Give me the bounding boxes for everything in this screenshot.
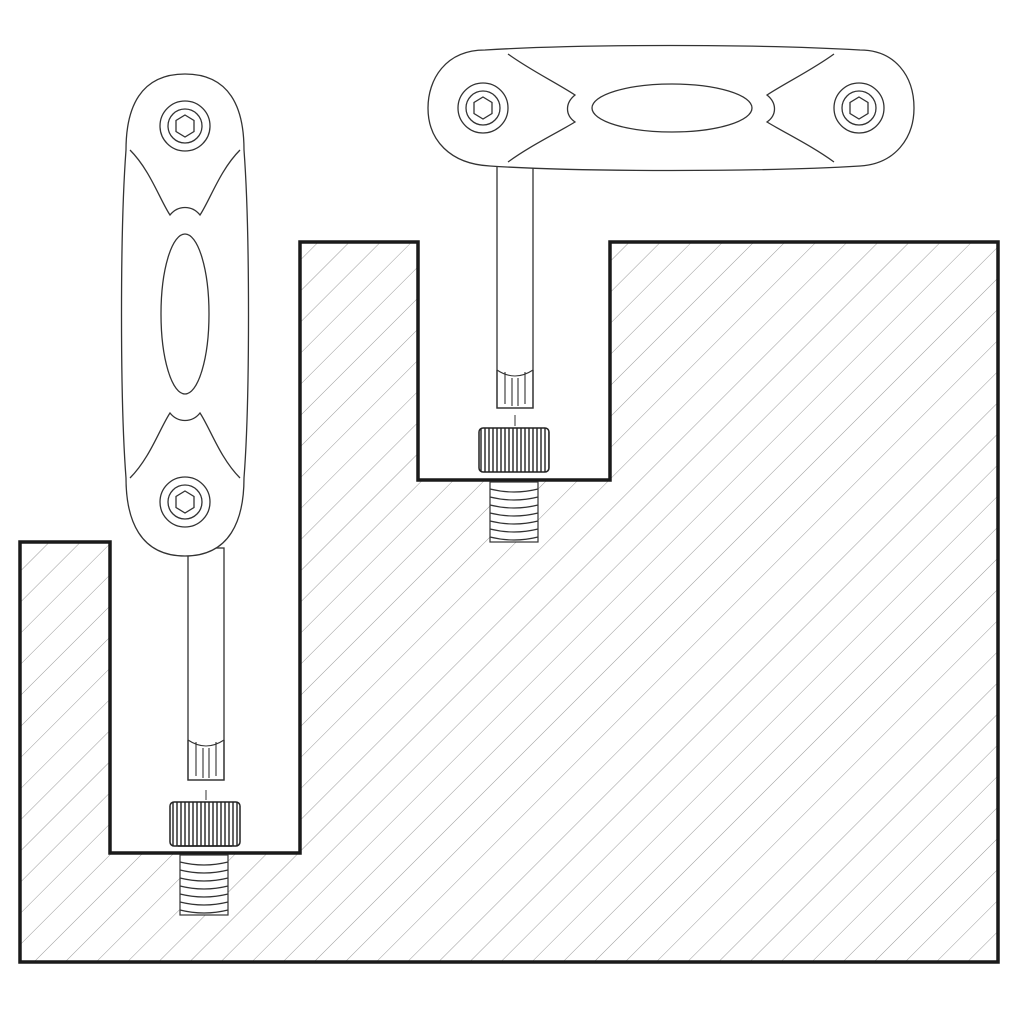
cap-screw-left (169, 801, 241, 916)
handle-grip-lower-vertical (129, 411, 241, 479)
torx-tip-horizontal (496, 369, 534, 409)
workpiece-outline (18, 240, 1000, 964)
thread-lines-right (489, 488, 539, 541)
handle-grip-left-horizontal (507, 53, 577, 163)
handle-bolt-bottom-vertical (159, 476, 211, 528)
screw-head-left (169, 801, 241, 847)
handle-bolt-top-vertical (159, 100, 211, 152)
key-shaft-horizontal (496, 159, 534, 409)
workpiece-section-hatch (20, 242, 998, 962)
cap-screw-right (478, 427, 550, 543)
handle-window-vertical (160, 233, 210, 395)
t-handle-key-vertical (120, 73, 250, 800)
handle-bolt-left-horizontal (457, 82, 509, 134)
key-shaft-vertical (187, 547, 225, 781)
handle-bolt-right-horizontal (833, 82, 885, 134)
handle-grip-right-horizontal (765, 53, 835, 163)
handle-grip-upper-vertical (129, 149, 241, 217)
screw-head-right (478, 427, 550, 473)
t-handle-key-horizontal (427, 44, 915, 426)
handle-window-horizontal (591, 83, 753, 133)
thread-lines-left (179, 861, 229, 914)
workpiece-block (18, 240, 1000, 964)
torx-tip-vertical (187, 739, 225, 781)
